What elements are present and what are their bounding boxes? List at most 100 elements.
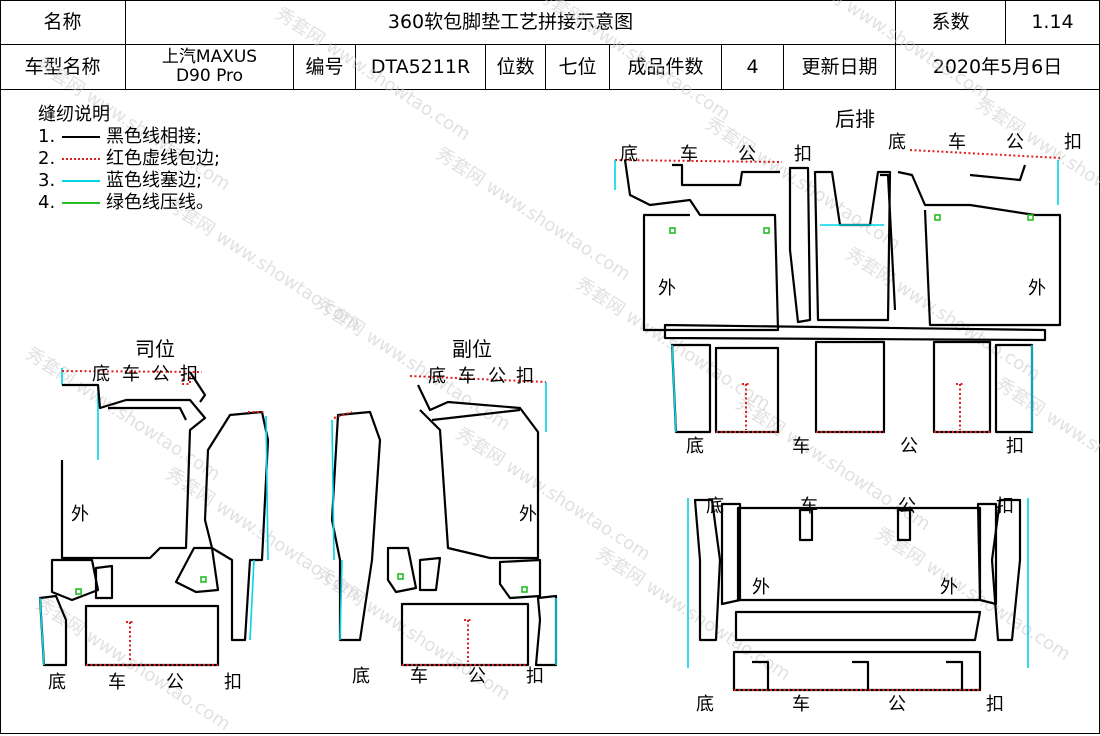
rear-left-main-piece (623, 159, 780, 332)
rear-middle-crossbar (663, 323, 1047, 342)
driver-bottom-tab-red (126, 621, 134, 662)
passenger-bottom-panel (400, 602, 530, 667)
legend-text: 蓝色线塞边; (106, 170, 203, 191)
passenger-mat (330, 375, 558, 667)
rear-lower-block-4-tab (956, 383, 964, 430)
rear-left-green-mark-2 (763, 227, 770, 234)
outside-mark: 外 (519, 504, 537, 525)
driver-left-small-pad (94, 564, 114, 600)
bottom-mark: 底 (706, 496, 724, 517)
outside-mark: 外 (1028, 278, 1046, 299)
car-mark: 车 (680, 144, 698, 165)
rear-right-green-mark-2 (1027, 214, 1034, 221)
third-row-side-cyan (687, 498, 1029, 668)
buckle-mark: 扣 (224, 672, 242, 693)
male-mark: 公 (166, 672, 184, 693)
car-mark: 车 (792, 694, 810, 715)
male-mark: 公 (898, 496, 916, 517)
outside-mark: 外 (940, 577, 958, 598)
rear-lower-block-3 (814, 340, 886, 434)
outside-mark: 外 (752, 577, 770, 598)
date-value: 2020年5月6日 (896, 45, 1099, 90)
rear-lower-block-4 (932, 340, 992, 434)
driver-section-title: 司位 (135, 337, 175, 361)
passenger-left-small-pad (418, 556, 442, 592)
model-value: 上汽MAXUS D90 Pro (126, 45, 294, 90)
coef-label: 系数 (896, 0, 1006, 45)
rear-left-green-mark (669, 227, 676, 234)
rear-lower-block-2-tab (742, 383, 750, 430)
legend-num: 4. (38, 192, 56, 213)
male-mark: 公 (888, 694, 906, 715)
legend-item: 1. 黑色线相接; (38, 126, 220, 148)
bottom-mark: 底 (48, 672, 66, 693)
rear-right-main-piece (897, 170, 1062, 327)
rear-lower-block-5 (994, 343, 1034, 434)
rear-lower-block-2 (714, 346, 780, 434)
third-row-side-flaps (720, 502, 998, 606)
legend-item: 2. 红色虚线包边; (38, 148, 220, 170)
passenger-right-pad (498, 558, 542, 600)
model-label: 车型名称 (0, 45, 126, 90)
green-line-swatch (62, 202, 100, 204)
rear-left-step-line (672, 163, 780, 187)
car-mark: 车 (410, 666, 428, 687)
passenger-bottom-tab-red (464, 619, 472, 662)
buckle-mark: 扣 (996, 496, 1014, 517)
legend-item: 4. 绿色线压线。 (38, 192, 220, 214)
passenger-right-cyan (537, 382, 547, 558)
buckle-mark: 扣 (526, 666, 544, 687)
seats-value: 七位 (546, 45, 610, 90)
buckle-mark: 扣 (516, 366, 534, 387)
buckle-mark: 扣 (986, 694, 1004, 715)
driver-top-cyan-edge (61, 368, 105, 559)
coef-value: 1.14 (1006, 0, 1099, 45)
bottom-mark: 底 (428, 366, 446, 387)
rear-lower-block-1-cyan (671, 344, 677, 433)
rear-left-divider (788, 166, 812, 324)
bottom-mark: 底 (620, 144, 638, 165)
driver-bottom-panel (84, 604, 220, 667)
car-mark: 车 (800, 496, 818, 517)
pieces-value: 4 (722, 45, 784, 90)
cyan-line-swatch (62, 180, 100, 182)
driver-top-inner-line (108, 406, 187, 421)
bottom-mark: 底 (92, 364, 110, 385)
legend-text: 黑色线相接; (106, 126, 203, 147)
buckle-mark: 扣 (794, 144, 812, 165)
male-mark: 公 (468, 666, 486, 687)
car-mark: 车 (948, 132, 966, 153)
passenger-main-piece (417, 384, 540, 560)
passenger-top-red-edge (409, 375, 547, 383)
rear-middle-row (614, 149, 1062, 434)
third-row-bottom-panel (732, 650, 982, 692)
male-mark: 公 (152, 364, 170, 385)
car-mark: 车 (122, 364, 140, 385)
passenger-section-title: 副位 (452, 337, 492, 361)
rear-right-green-mark (934, 214, 941, 221)
name-label: 名称 (0, 0, 126, 45)
driver-left-pad (50, 558, 100, 602)
rear-right-step-line (969, 164, 1027, 182)
passenger-side-strip-cyan (331, 419, 343, 641)
model-line1: 上汽MAXUS (161, 47, 258, 67)
third-row-crossbar (734, 610, 982, 642)
legend-text: 红色虚线包边; (106, 148, 221, 169)
seats-label: 位数 (486, 45, 546, 90)
buckle-mark: 扣 (180, 364, 198, 385)
car-mark: 车 (458, 366, 476, 387)
buckle-mark: 扣 (1006, 436, 1024, 457)
rear-right-divider (880, 173, 897, 311)
third-row-notches (798, 508, 912, 542)
male-mark: 公 (738, 144, 756, 165)
legend-title: 缝纫说明 (38, 104, 110, 125)
buckle-mark: 扣 (1064, 132, 1082, 153)
date-label: 更新日期 (784, 45, 896, 90)
third-row-right-strip (990, 498, 1022, 642)
driver-top-corner (189, 371, 207, 403)
bottom-mark: 底 (352, 666, 370, 687)
bottom-mark: 底 (686, 436, 704, 457)
driver-top-red-edge (61, 370, 203, 373)
car-mark: 车 (108, 672, 126, 693)
third-row-left-strip (693, 498, 722, 642)
